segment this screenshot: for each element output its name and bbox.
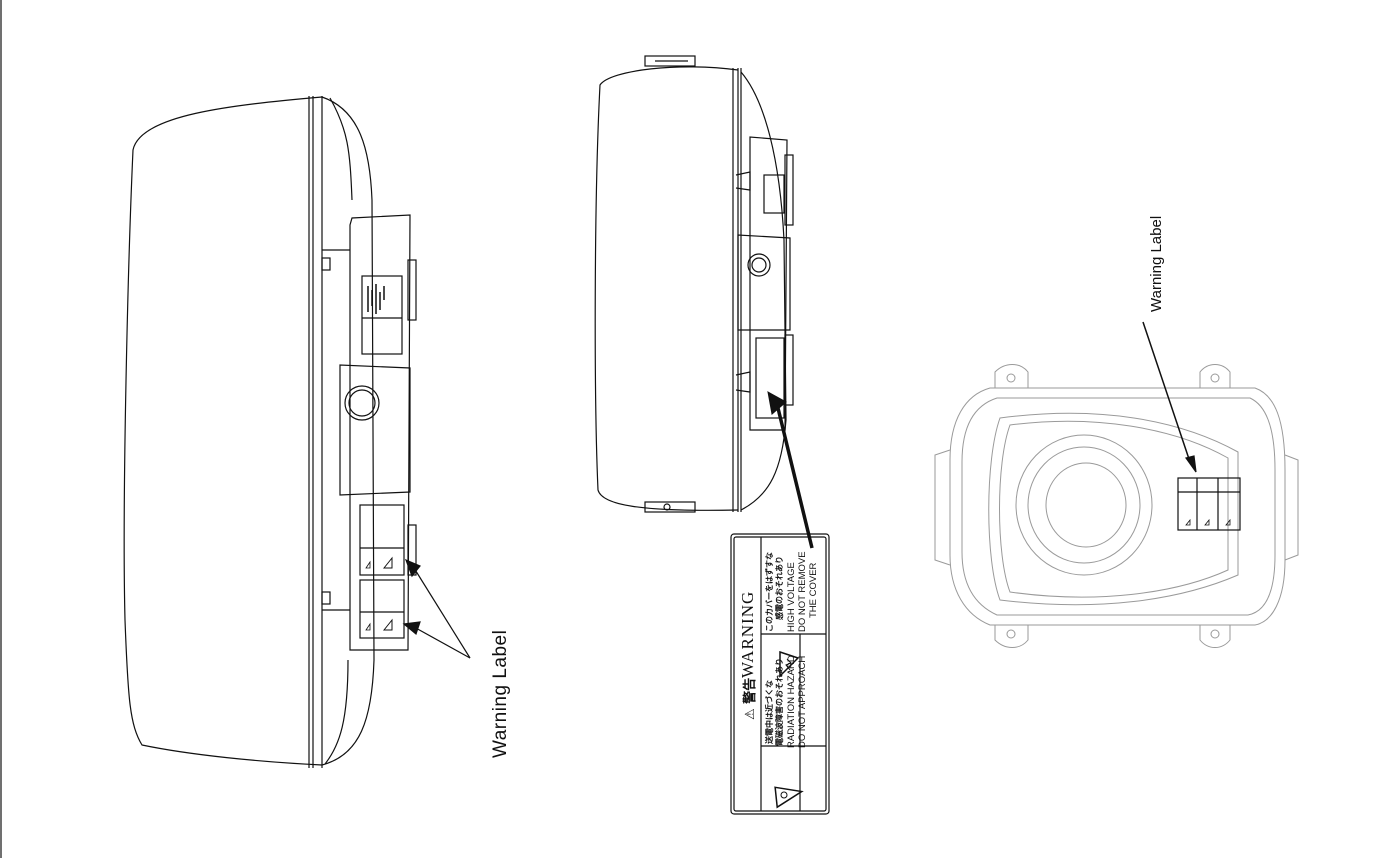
right-warning-label-box <box>1178 478 1240 530</box>
hv-en-line1: HIGH VOLTAGE <box>786 562 797 632</box>
hv-jp-line2: 感電のおそれあり <box>774 556 785 620</box>
hv-en-line3: THE COVER <box>808 563 819 618</box>
sticker-header-jp: ⚠ 警告 <box>739 678 758 720</box>
right-warning-label-text: Warning Label <box>1148 216 1165 312</box>
right-radar-unit <box>935 365 1298 648</box>
high-voltage-icon <box>780 652 798 676</box>
sticker-header-warning: WARNING <box>738 591 758 678</box>
left-radar-unit <box>124 96 470 768</box>
rad-en-line2: DO NOT APPROACH <box>797 656 808 748</box>
left-warning-label-text: Warning Label <box>490 630 512 758</box>
middle-radar-unit <box>595 56 793 512</box>
hv-en-line2: DO NOT REMOVE <box>797 551 808 632</box>
radiation-warning-icon <box>776 784 802 806</box>
warning-triangle-icon: ⚠ <box>743 708 758 720</box>
